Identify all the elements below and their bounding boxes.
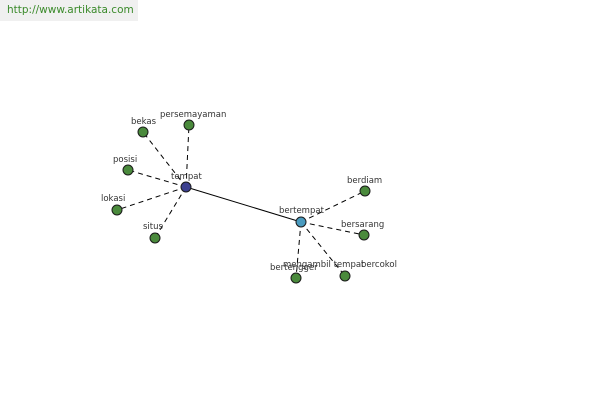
node-mengambil-tempat[interactable] (339, 270, 351, 282)
node-situs[interactable] (149, 232, 161, 244)
node-label-bekas: bekas (131, 117, 157, 127)
node-label-mengambil-tempat: mengambil tempat (283, 260, 365, 270)
edge-bertempat-bertengger (295, 221, 302, 279)
node-lokasi[interactable] (111, 204, 123, 216)
node-bersarang[interactable] (358, 229, 370, 241)
edge-bertempat-mengambil-tempat (300, 221, 346, 277)
node-label-situs: situs (143, 222, 164, 232)
edge-tempat-lokasi (116, 186, 187, 211)
watermark-url-link[interactable]: http://www.artikata.com (7, 4, 134, 16)
node-label-berdiam: berdiam (347, 176, 382, 186)
edge-bertempat-berdiam (300, 190, 366, 223)
edge-tempat-situs (154, 186, 187, 239)
edge-tempat-persemayaman (185, 124, 190, 188)
node-label-bertengger: bertengger (270, 263, 318, 273)
edge-bertempat-bersarang (300, 221, 365, 236)
node-label-tempat: tempat (171, 172, 202, 182)
node-persemayaman[interactable] (183, 119, 195, 131)
node-posisi[interactable] (122, 164, 134, 176)
node-tempat[interactable] (180, 181, 192, 193)
edge-tempat-posisi (127, 169, 187, 188)
node-bekas[interactable] (137, 126, 149, 138)
watermark-bar: http://www.artikata.com (0, 0, 138, 21)
edge-tempat-bertempat (185, 186, 302, 223)
nodes-layer (111, 119, 371, 284)
node-label-lokasi: lokasi (101, 194, 125, 204)
node-label-bercokol: bercokol (361, 260, 397, 270)
edge-tempat-bekas (142, 131, 187, 188)
node-label-bersarang: bersarang (341, 220, 384, 230)
node-berdiam[interactable] (359, 185, 371, 197)
node-bertengger[interactable] (290, 272, 302, 284)
node-label-bertempat: bertempat (279, 206, 325, 216)
node-label-posisi: posisi (113, 155, 137, 165)
node-bertempat[interactable] (295, 216, 307, 228)
edges-layer (116, 124, 366, 279)
node-label-persemayaman: persemayaman (160, 110, 226, 120)
